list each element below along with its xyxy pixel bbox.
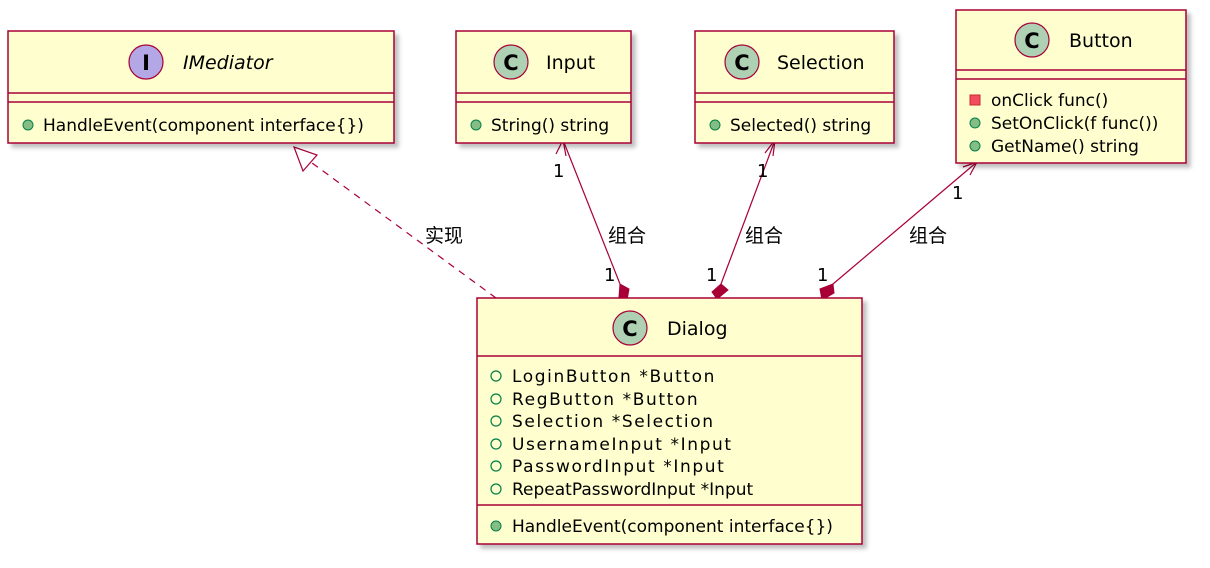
- class-selection: C Selection Selected() string: [694, 30, 895, 144]
- method-string: String() string: [491, 116, 609, 136]
- private-field-icon: [969, 94, 981, 106]
- field-usernameinput: UsernameInput *Input: [512, 435, 733, 455]
- svg-text:C: C: [1024, 29, 1039, 53]
- class-name: Input: [546, 52, 595, 74]
- method-setonclick: SetOnClick(f func()): [991, 114, 1158, 134]
- svg-text:C: C: [734, 51, 749, 75]
- field-regbutton: RegButton *Button: [512, 390, 699, 410]
- public-method-icon: [969, 140, 981, 152]
- public-field-icon: [490, 393, 502, 405]
- selection-composition-edge: 1 1 组合: [706, 137, 783, 300]
- realization-label: 实现: [425, 225, 463, 247]
- button-composition-edge: 1 1 组合: [817, 160, 979, 301]
- class-input: C Input String() string: [455, 30, 632, 144]
- method-getname: GetName() string: [991, 137, 1139, 157]
- svg-text:C: C: [622, 317, 637, 341]
- class-button: C Button onClick func() SetOnClick(f fun…: [955, 9, 1187, 164]
- selection-to-multiplicity: 1: [757, 161, 768, 182]
- public-method-icon: [969, 117, 981, 129]
- field-passwordinput: PasswordInput *Input: [512, 457, 725, 477]
- input-composition-edge: 1 1 组合: [553, 138, 646, 301]
- field-onclick: onClick func(): [991, 91, 1108, 111]
- selection-composition-label: 组合: [745, 225, 783, 247]
- public-field-icon: [490, 370, 502, 382]
- class-name: Selection: [777, 52, 865, 74]
- button-to-multiplicity: 1: [952, 183, 963, 204]
- class-dialog: C Dialog LoginButton *Button RegButton *…: [476, 297, 863, 545]
- class-stereotype-icon: C: [724, 44, 760, 80]
- class-name: Dialog: [667, 318, 728, 340]
- input-composition-label: 组合: [608, 225, 646, 247]
- input-to-multiplicity: 1: [553, 161, 564, 182]
- class-stereotype-icon: C: [612, 310, 648, 346]
- public-method-icon: [490, 520, 502, 532]
- field-repeatpasswordinput: RepeatPasswordInput *Input: [512, 480, 754, 500]
- field-selection: Selection *Selection: [512, 412, 715, 432]
- class-name: Button: [1069, 30, 1133, 52]
- public-method-icon: [470, 119, 482, 131]
- class-stereotype-icon: C: [1014, 22, 1050, 58]
- realization-arrowhead-icon: [292, 146, 319, 173]
- svg-text:I: I: [142, 51, 150, 75]
- realization-edge: 实现: [292, 146, 497, 299]
- class-name: IMediator: [183, 52, 274, 74]
- interface-stereotype-icon: I: [128, 44, 164, 80]
- public-method-icon: [22, 119, 34, 131]
- field-loginbutton: LoginButton *Button: [512, 367, 716, 387]
- selection-from-multiplicity: 1: [706, 265, 717, 286]
- public-field-icon: [490, 438, 502, 450]
- public-field-icon: [490, 460, 502, 472]
- class-imediator: I IMediator HandleEvent(component interf…: [7, 30, 395, 144]
- class-stereotype-icon: C: [493, 44, 529, 80]
- button-composition-label: 组合: [909, 225, 947, 247]
- svg-text:C: C: [503, 51, 518, 75]
- public-method-icon: [709, 119, 721, 131]
- input-from-multiplicity: 1: [604, 265, 615, 286]
- method-handleevent: HandleEvent(component interface{}): [43, 116, 364, 136]
- method-handleevent: HandleEvent(component interface{}): [512, 517, 833, 537]
- selection-composition-diamond-icon: [711, 283, 729, 300]
- button-from-multiplicity: 1: [817, 265, 828, 286]
- method-selected: Selected() string: [730, 116, 871, 136]
- public-field-icon: [490, 483, 502, 495]
- public-field-icon: [490, 415, 502, 427]
